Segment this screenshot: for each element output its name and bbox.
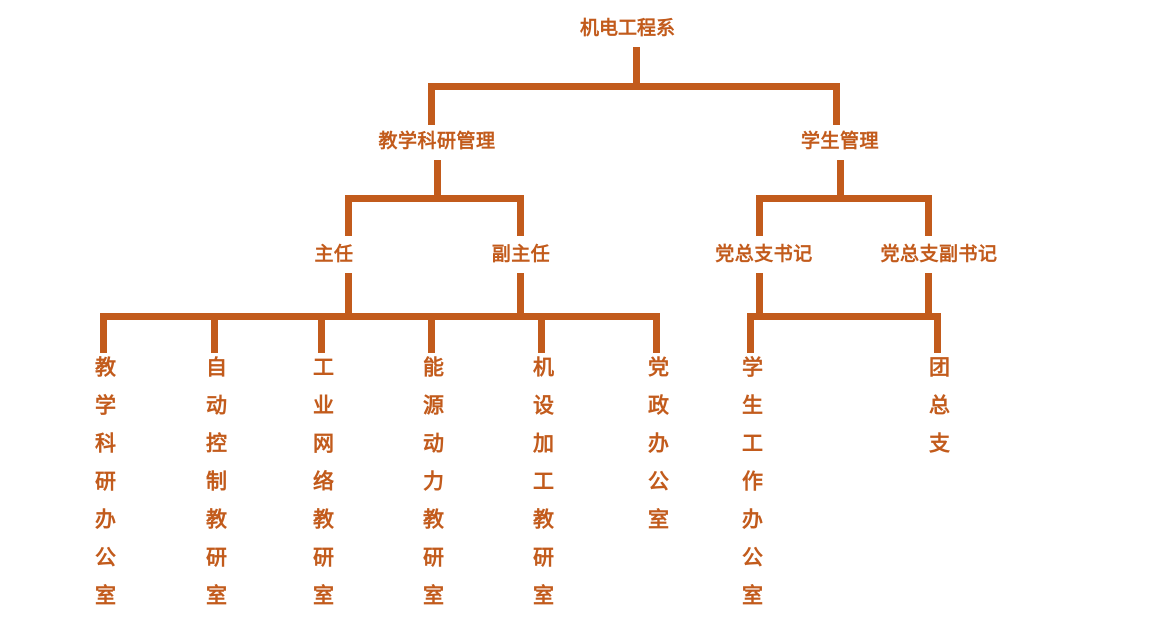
connector-drop-director (345, 195, 352, 236)
connector-drop-student-affairs-office (747, 313, 754, 353)
connector-student-bar (756, 195, 932, 202)
node-student-management[interactable]: 学生管理 (800, 130, 880, 152)
connector-teaching-bar (345, 195, 524, 202)
connector-drop-industrial-network (318, 313, 325, 353)
connector-left-branch-bar (100, 313, 660, 320)
connector-drop-youth-league-branch (934, 313, 941, 353)
connector-drop-party-deputy-secretary (925, 195, 932, 236)
connector-drop-machine-design (538, 313, 545, 353)
connector-level1-bar (428, 83, 840, 90)
node-energy-power[interactable]: 能源动力教研室 (420, 356, 445, 622)
connector-deputy-director-stem (517, 273, 524, 320)
node-root[interactable]: 机电工程系 (580, 17, 676, 39)
node-director[interactable]: 主任 (314, 243, 354, 265)
connector-right-branch-bar (747, 313, 941, 320)
node-automation-control[interactable]: 自动控制教研室 (203, 356, 228, 622)
node-student-affairs-office[interactable]: 学生工作办公室 (739, 356, 764, 622)
connector-root-stem (633, 47, 640, 83)
connector-drop-student (833, 83, 840, 125)
connector-student-stem (837, 160, 844, 195)
node-party-deputy-secretary[interactable]: 党总支副书记 (880, 243, 998, 265)
node-machine-design[interactable]: 机设加工教研室 (530, 356, 555, 622)
connector-drop-teaching-research-office (100, 313, 107, 353)
connector-director-stem (345, 273, 352, 320)
node-teaching-research-office[interactable]: 教学科研办公室 (92, 356, 117, 622)
node-youth-league-branch[interactable]: 团总支 (926, 356, 951, 470)
connector-drop-teaching (428, 83, 435, 125)
connector-drop-energy-power (428, 313, 435, 353)
node-party-admin-office[interactable]: 党政办公室 (645, 356, 670, 546)
connector-drop-automation-control (211, 313, 218, 353)
node-deputy-director[interactable]: 副主任 (491, 243, 551, 265)
node-industrial-network[interactable]: 工业网络教研室 (310, 356, 335, 622)
connector-teaching-stem (434, 160, 441, 195)
connector-drop-party-admin-office (653, 313, 660, 353)
connector-party-deputy-secretary-stem (925, 273, 932, 320)
connector-drop-deputy-director (517, 195, 524, 236)
connector-party-secretary-stem (756, 273, 763, 320)
node-teaching-research-management[interactable]: 教学科研管理 (378, 130, 496, 152)
connector-drop-party-secretary (756, 195, 763, 236)
node-party-secretary[interactable]: 党总支书记 (715, 243, 813, 265)
